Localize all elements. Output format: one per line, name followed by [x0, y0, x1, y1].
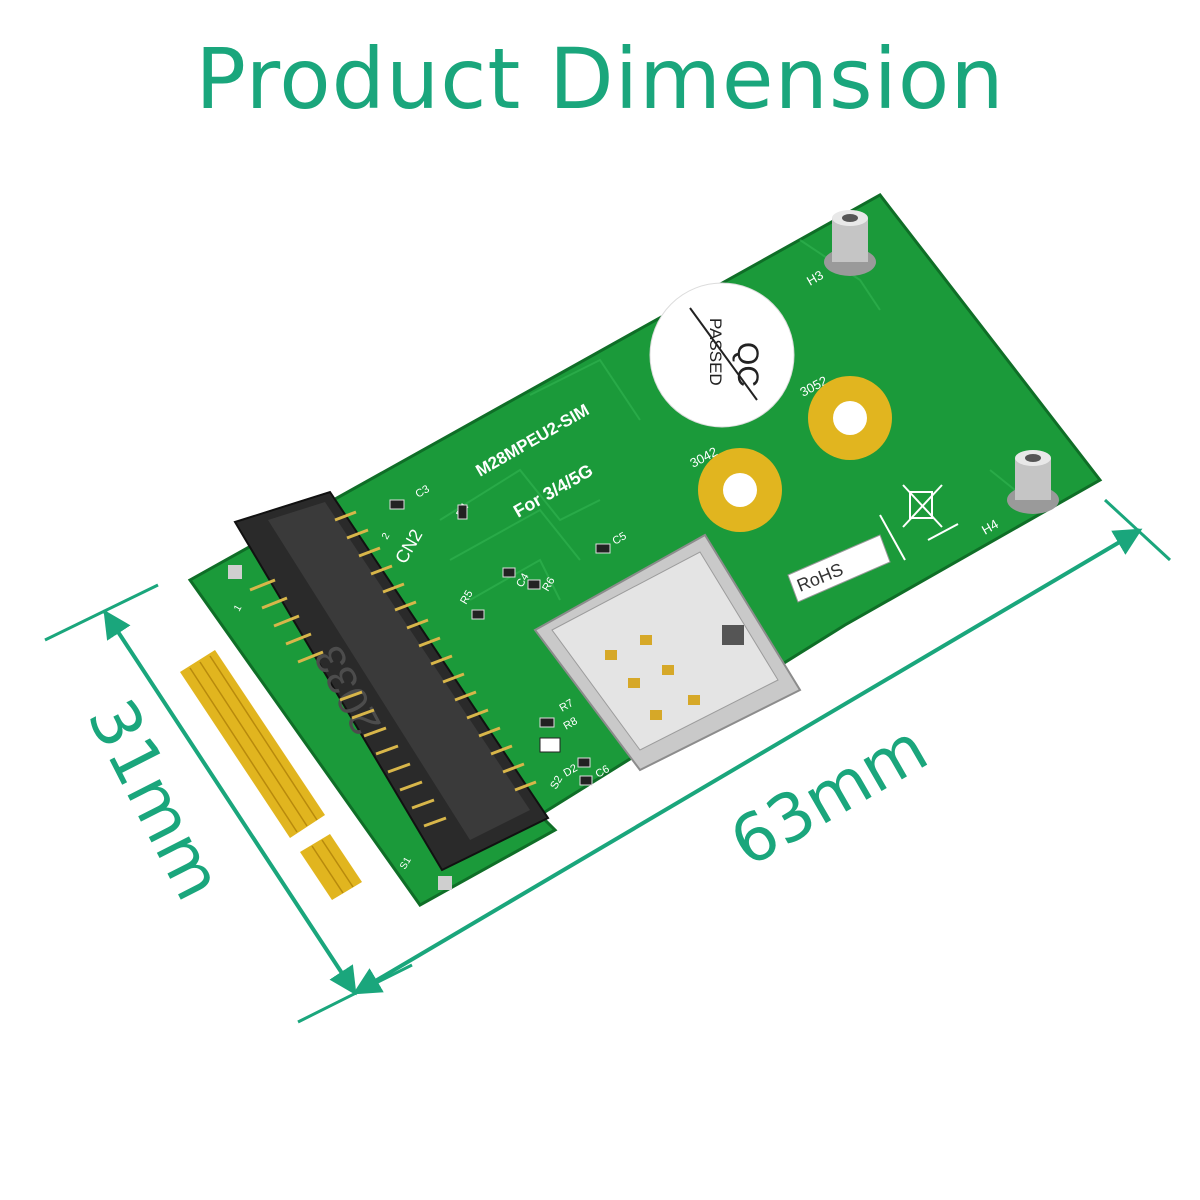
page-title: Product Dimension: [195, 30, 1005, 128]
pcb-board: 2033: [180, 193, 1103, 907]
qc-passed-sticker: QC PASSED: [649, 282, 795, 428]
dimension-63mm-label: 63mm: [717, 709, 940, 882]
standoff-h4: [1007, 450, 1059, 514]
sim-slot-label: SIM1: [805, 659, 838, 675]
hole-label-h3: H3: [804, 267, 826, 288]
qc-passed-text: PASSED: [706, 318, 725, 386]
mounting-hole-3042: [698, 448, 782, 532]
mounting-hole-3052: [808, 376, 892, 460]
pin-mark: 1: [232, 603, 245, 614]
qc-text: QC: [731, 342, 764, 387]
standoff-h3: [824, 210, 876, 276]
